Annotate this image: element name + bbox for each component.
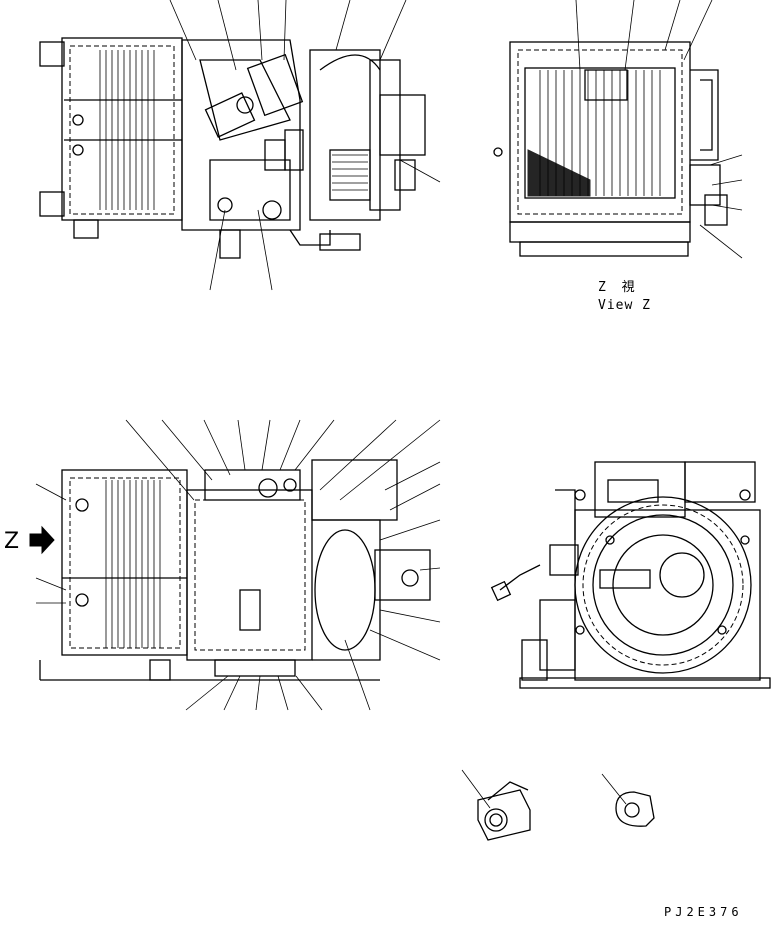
view-z-label-line1: Z 視 xyxy=(598,280,639,295)
view-z-label-line2: View Z xyxy=(598,298,651,313)
drawing-code: PJ2E376 xyxy=(664,905,743,919)
front-view xyxy=(490,461,771,689)
z-arrow-label: Z xyxy=(4,529,19,554)
top-left-view xyxy=(39,0,441,291)
small-part-1 xyxy=(461,769,531,841)
small-part-2 xyxy=(601,773,655,827)
side-view xyxy=(29,419,441,711)
view-z xyxy=(493,0,743,259)
